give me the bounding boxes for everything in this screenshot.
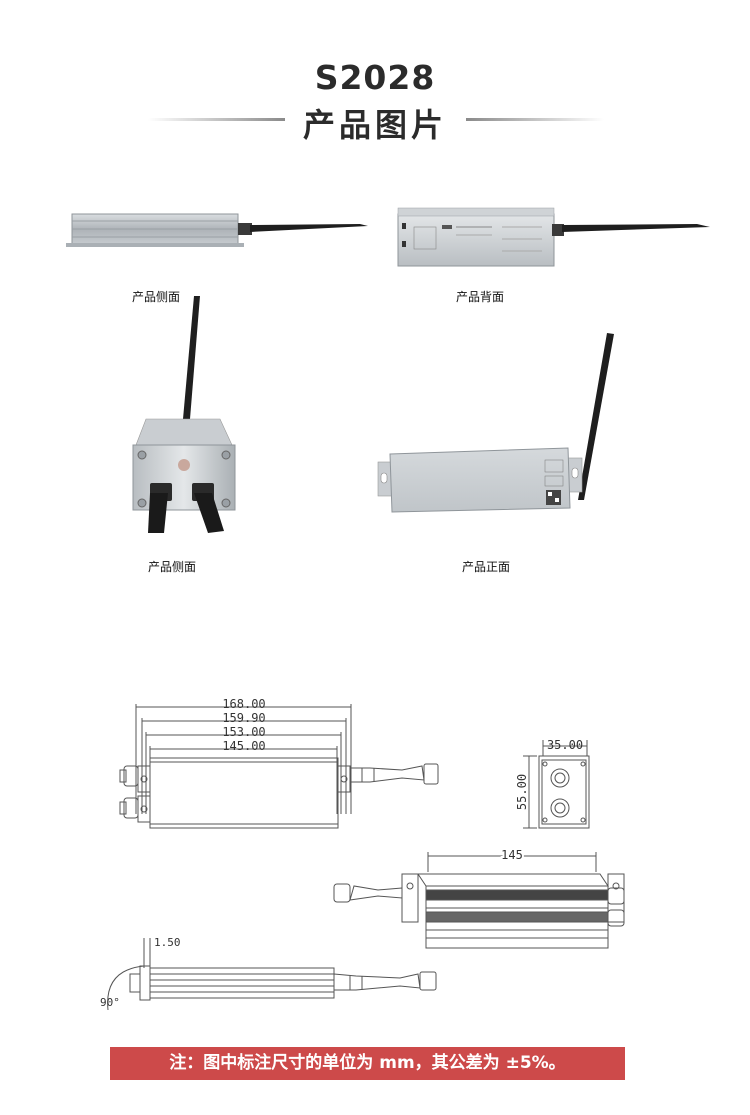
- photo-caption-side: 产品侧面: [132, 290, 181, 304]
- product-photo-back: [397, 207, 710, 267]
- photo-caption-side-2: 产品侧面: [148, 560, 197, 574]
- dimension-drawing-iso: 145: [333, 846, 625, 949]
- tolerance-notice: 注：图中标注尺寸的单位为 mm，其公差为 ±5%。: [110, 1047, 625, 1080]
- dim-label-height: 55.00: [515, 774, 529, 810]
- dimension-drawing-side: 1.50 90°: [100, 936, 437, 1011]
- photo-caption-front: 产品正面: [462, 560, 511, 574]
- title-divider-left: [148, 118, 285, 121]
- photo-caption-back: 产品背面: [456, 290, 505, 304]
- product-photo-side: [66, 213, 368, 247]
- product-photo-end: [132, 296, 236, 533]
- dimension-drawing-end: 35.00 55.00: [515, 738, 590, 829]
- dim-label-iso-length: 145: [501, 848, 523, 862]
- section-title: 产品图片: [302, 106, 447, 144]
- dim-label-145: 145.00: [222, 739, 265, 753]
- product-model: S2028: [314, 58, 436, 97]
- dim-label-159: 159.90: [222, 711, 265, 725]
- dim-label-width: 35.00: [547, 738, 583, 752]
- dim-label-offset: 1.50: [154, 936, 181, 949]
- title-divider-right: [466, 118, 604, 121]
- dim-label-angle: 90°: [100, 996, 120, 1009]
- dim-label-168: 168.00: [222, 697, 265, 711]
- dimension-drawing-top: 168.00 159.90 153.00 145.00: [119, 697, 439, 829]
- product-photo-front: [377, 333, 614, 513]
- dim-label-153: 153.00: [222, 725, 265, 739]
